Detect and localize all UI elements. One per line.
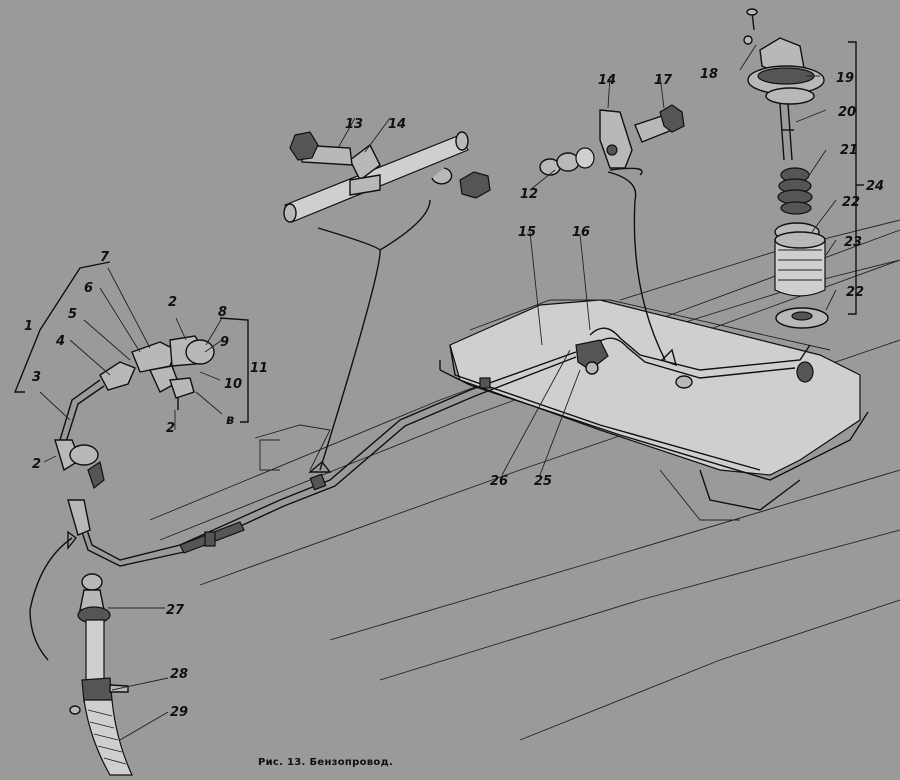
callout-24: 24 [866, 179, 884, 194]
tee-fitting-assembly [13, 261, 249, 490]
vehicle-floor [149, 219, 900, 741]
callout-7: 7 [100, 250, 110, 265]
fuel-line [67, 351, 577, 567]
callout-2-lower: 2 [166, 421, 175, 436]
hose-detail [29, 530, 169, 776]
callout-3: 3 [32, 370, 41, 385]
callout-29: 29 [170, 705, 188, 720]
nuts-and-washers [431, 147, 595, 199]
callout-19: 19 [836, 71, 854, 86]
clamp-bracket [283, 131, 469, 473]
callout-13: 13 [345, 117, 363, 132]
callout-17: 17 [654, 73, 673, 88]
callout-28: 28 [170, 667, 188, 682]
callout-2-tee: 2 [168, 295, 177, 310]
callout-10: 10 [224, 377, 242, 392]
callout-14-right: 14 [598, 73, 616, 88]
callout-4: 4 [55, 334, 65, 349]
callout-15: 15 [518, 225, 536, 240]
tank-bracket [599, 104, 693, 389]
callout-9: 9 [220, 335, 229, 350]
callout-18: 18 [700, 67, 718, 82]
fuel-gauge-sender [575, 327, 814, 383]
fuel-filter-assembly [743, 8, 864, 329]
callout-26: 26 [490, 474, 508, 489]
callout-21: 21 [840, 143, 858, 158]
callout-v: в [226, 413, 234, 428]
callout-6: 6 [84, 281, 93, 296]
callout-25: 25 [534, 474, 552, 489]
callout-2-left: 2 [32, 457, 41, 472]
callout-16: 16 [572, 225, 590, 240]
callout-27: 27 [166, 603, 185, 618]
callout-5: 5 [68, 307, 77, 322]
callout-11: 11 [250, 361, 268, 376]
callout-labels: 1 2 3 4 5 6 7 8 9 10 11 в 2 2 13 14 12 1… [24, 67, 884, 720]
figure-caption: Рис. 13. Бензопровод. [258, 757, 394, 768]
callout-23: 23 [844, 235, 862, 250]
leader-lines [337, 44, 837, 476]
callout-22-upper: 22 [842, 195, 860, 210]
callout-12: 12 [520, 187, 538, 202]
callout-1: 1 [24, 319, 33, 334]
fuel-tank [439, 299, 869, 511]
callout-22-lower: 22 [846, 285, 864, 300]
callout-20: 20 [838, 105, 856, 120]
callout-8: 8 [218, 305, 227, 320]
callout-14-left: 14 [388, 117, 406, 132]
